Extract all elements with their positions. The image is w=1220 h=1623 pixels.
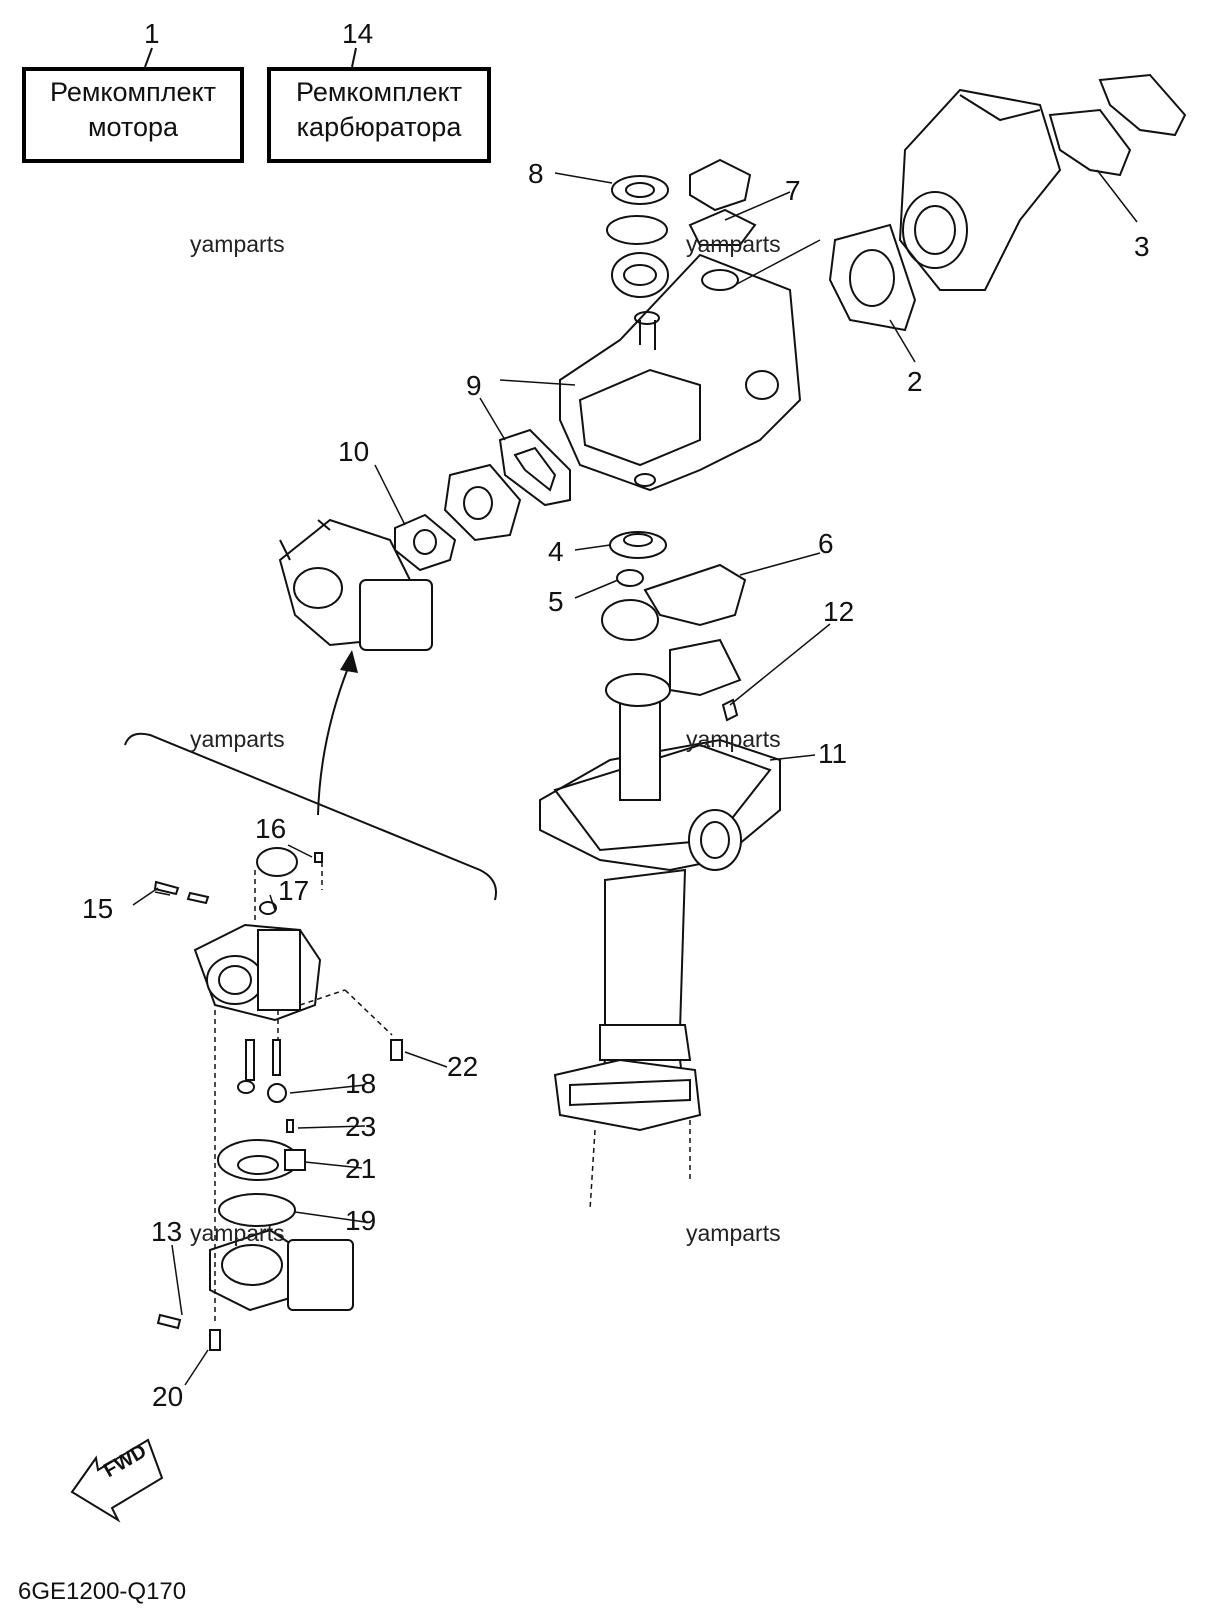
lower-leader-lines — [132, 844, 448, 1386]
part-code: 6GE1200-Q170 — [18, 1578, 187, 1605]
kit-14-line2: карбюратора — [296, 112, 462, 143]
group-bracket — [124, 650, 497, 901]
callout-13: 13 — [151, 1216, 183, 1247]
callout-9: 9 — [466, 370, 482, 401]
kit-1-box: Ремкомплект мотора — [22, 67, 244, 163]
plug-12 — [721, 698, 739, 722]
watermark: yamparts — [190, 726, 285, 752]
watermark: yamparts — [686, 726, 781, 752]
callout-16: 16 — [255, 813, 287, 844]
callout-17: 17 — [278, 875, 310, 906]
callout-6: 6 — [818, 528, 834, 559]
kit-14-line1: Ремкомплект — [296, 77, 462, 107]
callout-5: 5 — [548, 586, 564, 617]
kit-14-number: 14 — [342, 18, 374, 49]
watermark: yamparts — [190, 1220, 285, 1246]
callout-11: 11 — [818, 738, 848, 769]
callout-15: 15 — [82, 893, 114, 924]
seal-5 — [616, 569, 644, 587]
intake-spacer — [443, 463, 522, 542]
cover-7 — [688, 158, 757, 246]
seal-4 — [609, 531, 667, 559]
cylinder-block — [559, 253, 802, 492]
callout-3: 3 — [1134, 231, 1150, 262]
callout-12: 12 — [823, 596, 855, 627]
watermark: yamparts — [686, 231, 781, 257]
callout-2: 2 — [907, 366, 923, 397]
kit-1-line1: Ремкомплект — [50, 77, 216, 107]
callout-18: 18 — [345, 1068, 377, 1099]
kit-1-line2: мотора — [87, 112, 179, 143]
kit-1-number: 1 — [144, 18, 160, 49]
callout-22: 22 — [447, 1051, 479, 1082]
gasket-3 — [1048, 73, 1187, 177]
watermark: yamparts — [686, 1220, 781, 1246]
gasket-2 — [828, 223, 917, 332]
gasket-6 — [601, 563, 747, 641]
callout-8: 8 — [528, 158, 544, 189]
bearing-stack-8 — [606, 175, 669, 298]
gasket-9 — [498, 428, 571, 507]
callout-20: 20 — [152, 1381, 184, 1412]
carburetor-lower-breakdown — [153, 847, 403, 1351]
watermark: yamparts — [190, 231, 285, 257]
drive-shaft-housing — [539, 638, 781, 1211]
callout-19: 19 — [345, 1205, 377, 1236]
leader-lines — [374, 169, 1138, 761]
callout-23: 23 — [345, 1111, 377, 1142]
callout-4: 4 — [548, 536, 564, 567]
fwd-arrow — [70, 1438, 164, 1523]
exhaust-housing — [898, 88, 1062, 291]
callout-10: 10 — [338, 436, 370, 467]
callout-21: 21 — [345, 1153, 377, 1184]
kit-14-box: Ремкомплект карбюратора — [267, 67, 491, 163]
callout-7: 7 — [785, 175, 801, 206]
carburetor-upper — [278, 518, 433, 651]
